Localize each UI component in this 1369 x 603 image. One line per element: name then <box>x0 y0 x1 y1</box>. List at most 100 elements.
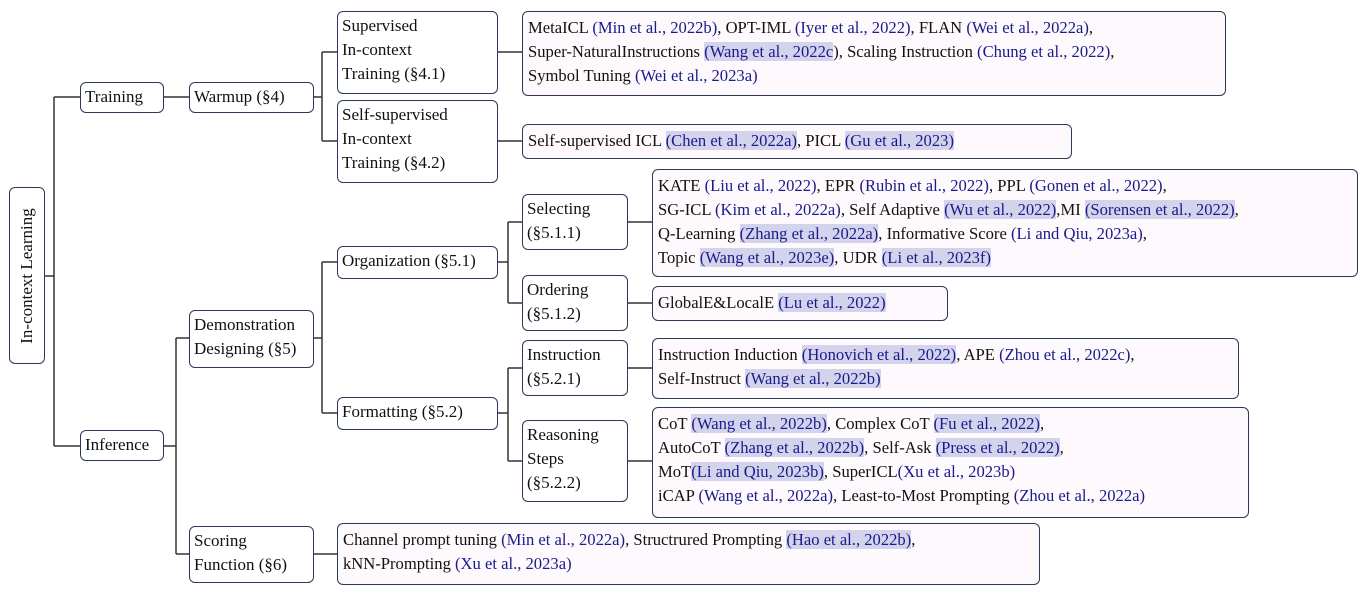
edge-formatting <box>498 367 522 462</box>
node-self-supervised-icl: Self-supervised In-context Training (§4.… <box>337 100 498 183</box>
leaf-line: Self-supervised ICL (Chen et al., 2022a)… <box>528 129 1066 153</box>
node-organization: Organization (§5.1) <box>337 246 498 279</box>
citation-link[interactable]: (Min et al., 2022a) <box>501 530 626 549</box>
edge-demo <box>314 261 337 414</box>
method-text: , PICL <box>796 131 845 150</box>
method-text: Q-Learning <box>658 224 740 243</box>
method-text: AutoCoT <box>658 438 725 457</box>
node-scoring-function: Scoring Function (§6) <box>189 526 314 583</box>
citation-link[interactable]: (Zhou et al., 2022c) <box>999 345 1131 364</box>
leaf-line: SG-ICL (Kim et al., 2022a), Self Adaptiv… <box>658 198 1352 222</box>
citation-link[interactable]: (Rubin et al., 2022) <box>859 176 989 195</box>
citation-link[interactable]: (Lu et al., 2022) <box>778 293 886 312</box>
leaf-instruction: Instruction Induction (Honovich et al., … <box>652 338 1239 399</box>
method-text: , Self-Ask <box>864 438 936 457</box>
citation-link[interactable]: (Sorensen et al., 2022) <box>1084 200 1235 219</box>
leaf-line: GlobalE&LocalE (Lu et al., 2022) <box>658 291 942 315</box>
edge-inference <box>164 337 189 555</box>
method-text: Super-NaturalInstructions <box>528 42 705 61</box>
leaf-line: Topic (Wang et al., 2023e), UDR (Li et a… <box>658 246 1352 270</box>
citation-link[interactable]: (Min et al., 2022b) <box>592 18 718 37</box>
citation-link[interactable]: (Xu et al., 2023a) <box>455 554 572 573</box>
citation-link[interactable]: (Zhou et al., 2022a) <box>1013 486 1146 505</box>
leaf-line: MetaICL (Min et al., 2022b), OPT-IML (Iy… <box>528 16 1220 40</box>
citation-link[interactable]: (Zhang et al., 2022b) <box>724 438 865 457</box>
leaf-line: kNN-Prompting (Xu et al., 2023a) <box>343 552 1034 576</box>
method-text: Channel prompt tuning <box>343 530 502 549</box>
root-node: In-context Learning <box>9 187 45 364</box>
method-text: SG-ICL <box>658 200 716 219</box>
method-text: Symbol Tuning <box>528 66 635 85</box>
citation-link[interactable]: (Li and Qiu, 2023a) <box>1010 224 1143 243</box>
method-text: , Complex CoT <box>826 414 934 433</box>
leaf-line: Channel prompt tuning (Min et al., 2022a… <box>343 528 1034 552</box>
citation-link[interactable]: (Wang et al., 2022b) <box>691 414 827 433</box>
leaf-line: AutoCoT (Zhang et al., 2022b), Self-Ask … <box>658 436 1243 460</box>
method-text: , <box>1059 438 1064 457</box>
root-label: In-context Learning <box>17 207 36 344</box>
citation-link[interactable]: (Liu et al., 2022) <box>704 176 817 195</box>
method-text: , <box>1110 42 1115 61</box>
citation-link[interactable]: (Iyer et al., 2022) <box>794 18 911 37</box>
leaf-supervised-icl: MetaICL (Min et al., 2022b), OPT-IML (Iy… <box>522 11 1226 96</box>
citation-link[interactable]: (Fu et al., 2022) <box>933 414 1040 433</box>
citation-link[interactable]: (Wei et al., 2023a) <box>634 66 758 85</box>
method-text: ,MI <box>1056 200 1085 219</box>
leaf-line: Instruction Induction (Honovich et al., … <box>658 343 1233 367</box>
citation-link[interactable]: (Zhang et al., 2022a) <box>739 224 879 243</box>
method-text: GlobalE&LocalE <box>658 293 779 312</box>
citation-link[interactable]: (Wang et al., 2022c <box>704 42 834 61</box>
node-instruction: Instruction (§5.2.1) <box>522 340 628 396</box>
edge-root <box>45 96 80 447</box>
citation-link[interactable]: (Hao et al., 2022b) <box>786 530 912 549</box>
method-text: kNN-Prompting <box>343 554 456 573</box>
citation-link[interactable]: (Li et al., 2023f) <box>881 248 991 267</box>
leaf-line: Symbol Tuning (Wei et al., 2023a) <box>528 64 1220 88</box>
leaf-line: Super-NaturalInstructions (Wang et al., … <box>528 40 1220 64</box>
method-text: , PPL <box>988 176 1030 195</box>
method-text: , <box>1088 18 1094 37</box>
method-text: , <box>1162 176 1167 195</box>
citation-link[interactable]: (Li and Qiu, 2023b) <box>691 462 824 481</box>
citation-link[interactable]: (Wang et al., 2023e) <box>699 248 835 267</box>
leaf-line: CoT (Wang et al., 2022b), Complex CoT (F… <box>658 412 1243 436</box>
method-text: Instruction Induction <box>658 345 802 364</box>
leaf-ordering: GlobalE&LocalE (Lu et al., 2022) <box>652 286 948 321</box>
method-text: Topic <box>658 248 700 267</box>
node-warmup: Warmup (§4) <box>189 82 314 113</box>
citation-link[interactable]: (Wang et al., 2022b) <box>745 369 881 388</box>
citation-link[interactable]: (Xu et al., 2023b) <box>897 462 1016 481</box>
method-text: Self-supervised ICL <box>528 131 666 150</box>
method-text: , APE <box>956 345 1000 364</box>
method-text: , Informative Score <box>878 224 1011 243</box>
method-text: , <box>1040 414 1045 433</box>
citation-link[interactable]: (Chen et al., 2022a) <box>665 131 797 150</box>
method-text: , Least-to-Most Prompting <box>833 486 1014 505</box>
citation-link[interactable]: (Kim et al., 2022a) <box>715 200 841 219</box>
citation-link[interactable]: (Wei et al., 2022a) <box>966 18 1089 37</box>
leaf-self-supervised-icl: Self-supervised ICL (Chen et al., 2022a)… <box>522 124 1072 159</box>
leaf-line: KATE (Liu et al., 2022), EPR (Rubin et a… <box>658 174 1352 198</box>
citation-link[interactable]: (Gu et al., 2023) <box>844 131 954 150</box>
citation-link[interactable]: (Wu et al., 2022) <box>944 200 1057 219</box>
citation-link[interactable]: (Press et al., 2022) <box>935 438 1060 457</box>
method-text: CoT <box>658 414 692 433</box>
node-training: Training <box>80 82 164 113</box>
citation-link[interactable]: (Gonen et al., 2022) <box>1029 176 1163 195</box>
method-text: , <box>1142 224 1147 243</box>
method-text: , SuperICL <box>823 462 898 481</box>
citation-link[interactable]: (Honovich et al., 2022) <box>801 345 957 364</box>
node-supervised-icl: Supervised In-context Training (§4.1) <box>337 11 498 94</box>
edge-organization <box>498 221 522 304</box>
leaf-scoring-function: Channel prompt tuning (Min et al., 2022a… <box>337 523 1040 585</box>
node-ordering: Ordering (§5.1.2) <box>522 275 628 331</box>
leaf-reasoning-steps: CoT (Wang et al., 2022b), Complex CoT (F… <box>652 407 1249 518</box>
method-text: , Structrured Prompting <box>625 530 787 549</box>
method-text: , EPR <box>816 176 860 195</box>
citation-link[interactable]: (Chung et al., 2022) <box>977 42 1111 61</box>
citation-link[interactable]: (Wang et al., 2022a) <box>698 486 834 505</box>
method-text: , <box>1234 200 1239 219</box>
method-text: , <box>1130 345 1135 364</box>
